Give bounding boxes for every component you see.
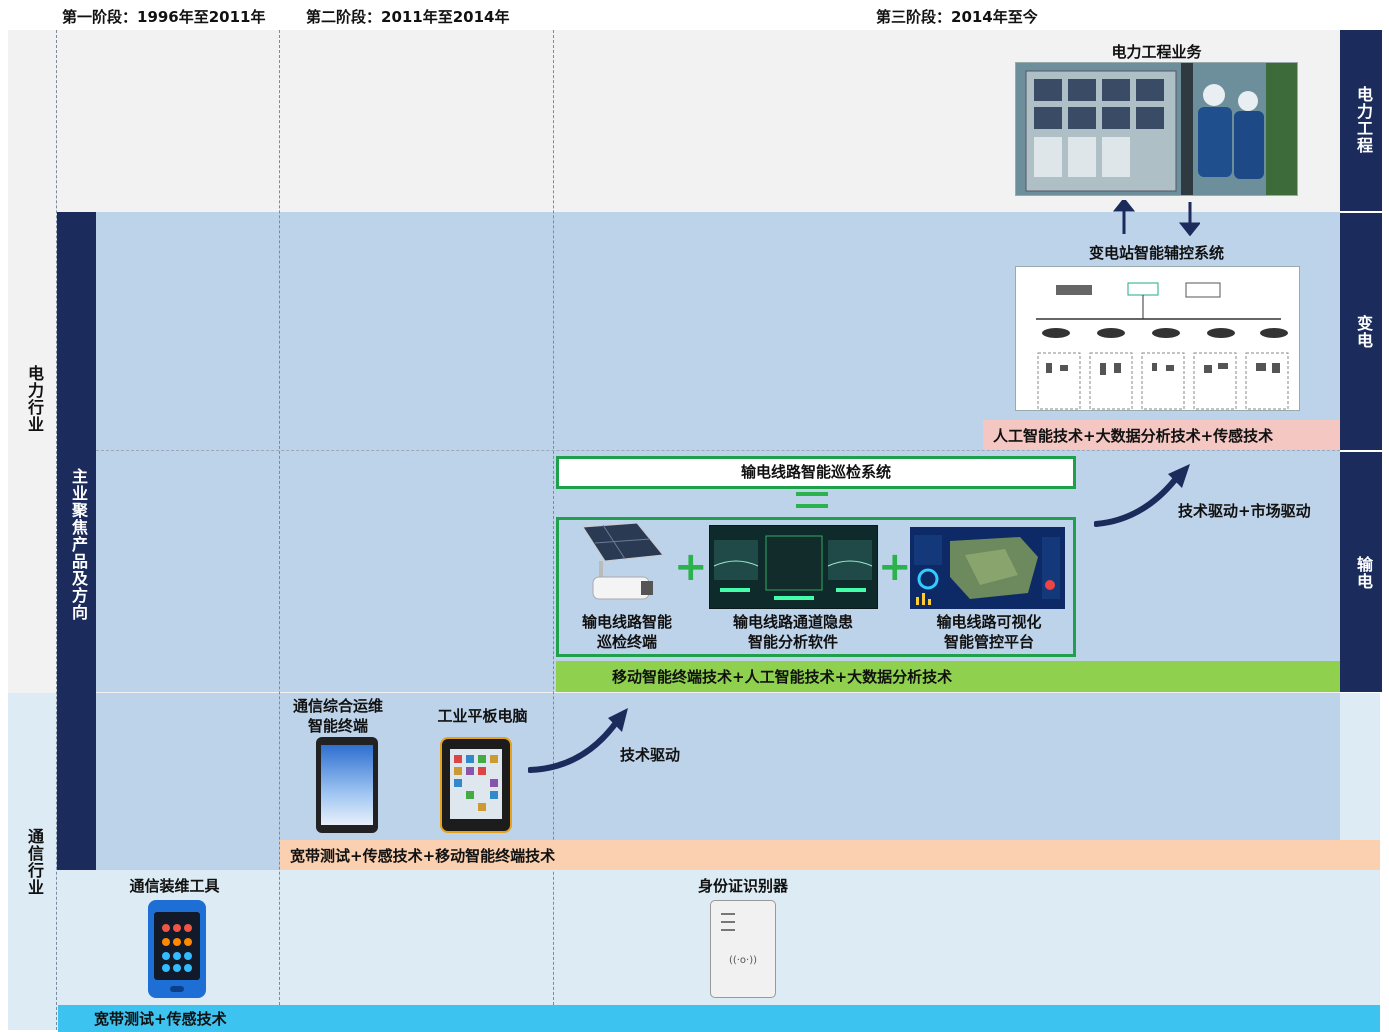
visualization-platform-illustration — [914, 535, 1060, 605]
stage-3-label: 第三阶段：2014年至今 — [876, 8, 1038, 26]
stage1-tech-band: 宽带测试+传感技术 — [58, 1005, 1380, 1032]
workers-cabinet-illustration — [1016, 63, 1297, 195]
transmission-system-title: 输电线路智能巡检系统 — [740, 463, 891, 481]
reader-indicator — [721, 921, 735, 923]
up-down-arrows — [1112, 200, 1200, 236]
analysis-software-illustration — [713, 535, 873, 600]
transmission-tech-band: 移动智能终端技术+人工智能技术+大数据分析技术 — [556, 661, 1340, 692]
industrial-tablet-image — [440, 737, 512, 833]
tablet-app-grid-illustration — [450, 749, 502, 819]
terminal-screen — [321, 745, 373, 825]
tech-driver-arrow — [528, 708, 628, 773]
equals-sign-top — [796, 492, 828, 496]
reader-indicator — [721, 913, 735, 915]
product-terminal-label: 输电线路智能 巡检终端 — [581, 613, 672, 651]
telecom-installation-tool-label: 通信装维工具 — [129, 877, 220, 895]
plus-sign: + — [878, 544, 912, 590]
telecom-installation-tool-image — [148, 900, 206, 998]
tech-market-driver-arrow — [1094, 464, 1190, 527]
tech-driver-label: 技术驱动 — [620, 746, 681, 764]
stage-divider — [279, 30, 280, 1030]
substation-title: 变电站智能辅控系统 — [1088, 244, 1224, 262]
id-card-reader-image: ((·o·)) — [710, 900, 776, 998]
right-column-divider — [1340, 450, 1382, 452]
product-platform-label: 输电线路可视化 智能管控平台 — [936, 613, 1042, 651]
visualization-platform-screenshot — [910, 527, 1065, 609]
id-card-reader-label: 身份证识别器 — [697, 877, 788, 895]
substation-topology-illustration — [1036, 282, 1289, 410]
stage-1-label: 第一阶段：1996年至2011年 — [62, 8, 266, 26]
tech-market-driver-label: 技术驱动+市场驱动 — [1178, 502, 1311, 520]
solar-inspection-terminal-image — [582, 523, 664, 600]
main-focus-label: 主业聚焦产品及方向 — [69, 468, 88, 621]
reader-indicator — [721, 929, 735, 931]
industrial-tablet-label: 工业平板电脑 — [437, 707, 528, 725]
plus-sign: + — [674, 544, 708, 590]
installation-tool-keypad-illustration — [154, 912, 200, 992]
stage-divider — [56, 30, 57, 1030]
analysis-software-screenshot — [709, 525, 878, 609]
transmission-system-box: 输电线路智能巡检系统 — [556, 456, 1076, 489]
substation-tech-band: 人工智能技术+大数据分析技术+传感技术 — [983, 420, 1340, 450]
right-label-substation: 变电 — [1354, 315, 1373, 349]
right-category-column — [1340, 30, 1382, 692]
nfc-symbol: ((·o·)) — [728, 955, 758, 966]
telecom-maintenance-terminal-label: 通信综合运维 智能终端 — [292, 697, 383, 735]
product-software-label: 输电线路通道隐患 智能分析软件 — [732, 613, 853, 651]
equals-sign-bottom — [796, 504, 828, 508]
row-divider — [96, 450, 1340, 451]
main-focus-bar: 主业聚焦产品及方向 — [57, 212, 96, 870]
stage-divider — [553, 30, 554, 1030]
power-engineering-photo — [1015, 62, 1298, 196]
telecom-industry-label: 通信行业 — [25, 828, 44, 896]
power-industry-label: 电力行业 — [25, 365, 44, 433]
stage2-tech-band: 宽带测试+传感技术+移动智能终端技术 — [280, 840, 1380, 870]
substation-system-diagram — [1015, 266, 1300, 411]
power-engineering-title: 电力工程业务 — [1111, 43, 1202, 61]
right-label-transmission: 输电 — [1354, 556, 1373, 590]
stage-2-label: 第二阶段：2011年至2014年 — [306, 8, 510, 26]
right-label-engineering: 电力工程 — [1354, 86, 1373, 154]
right-column-divider — [1340, 211, 1382, 213]
telecom-maintenance-terminal-image — [316, 737, 378, 833]
